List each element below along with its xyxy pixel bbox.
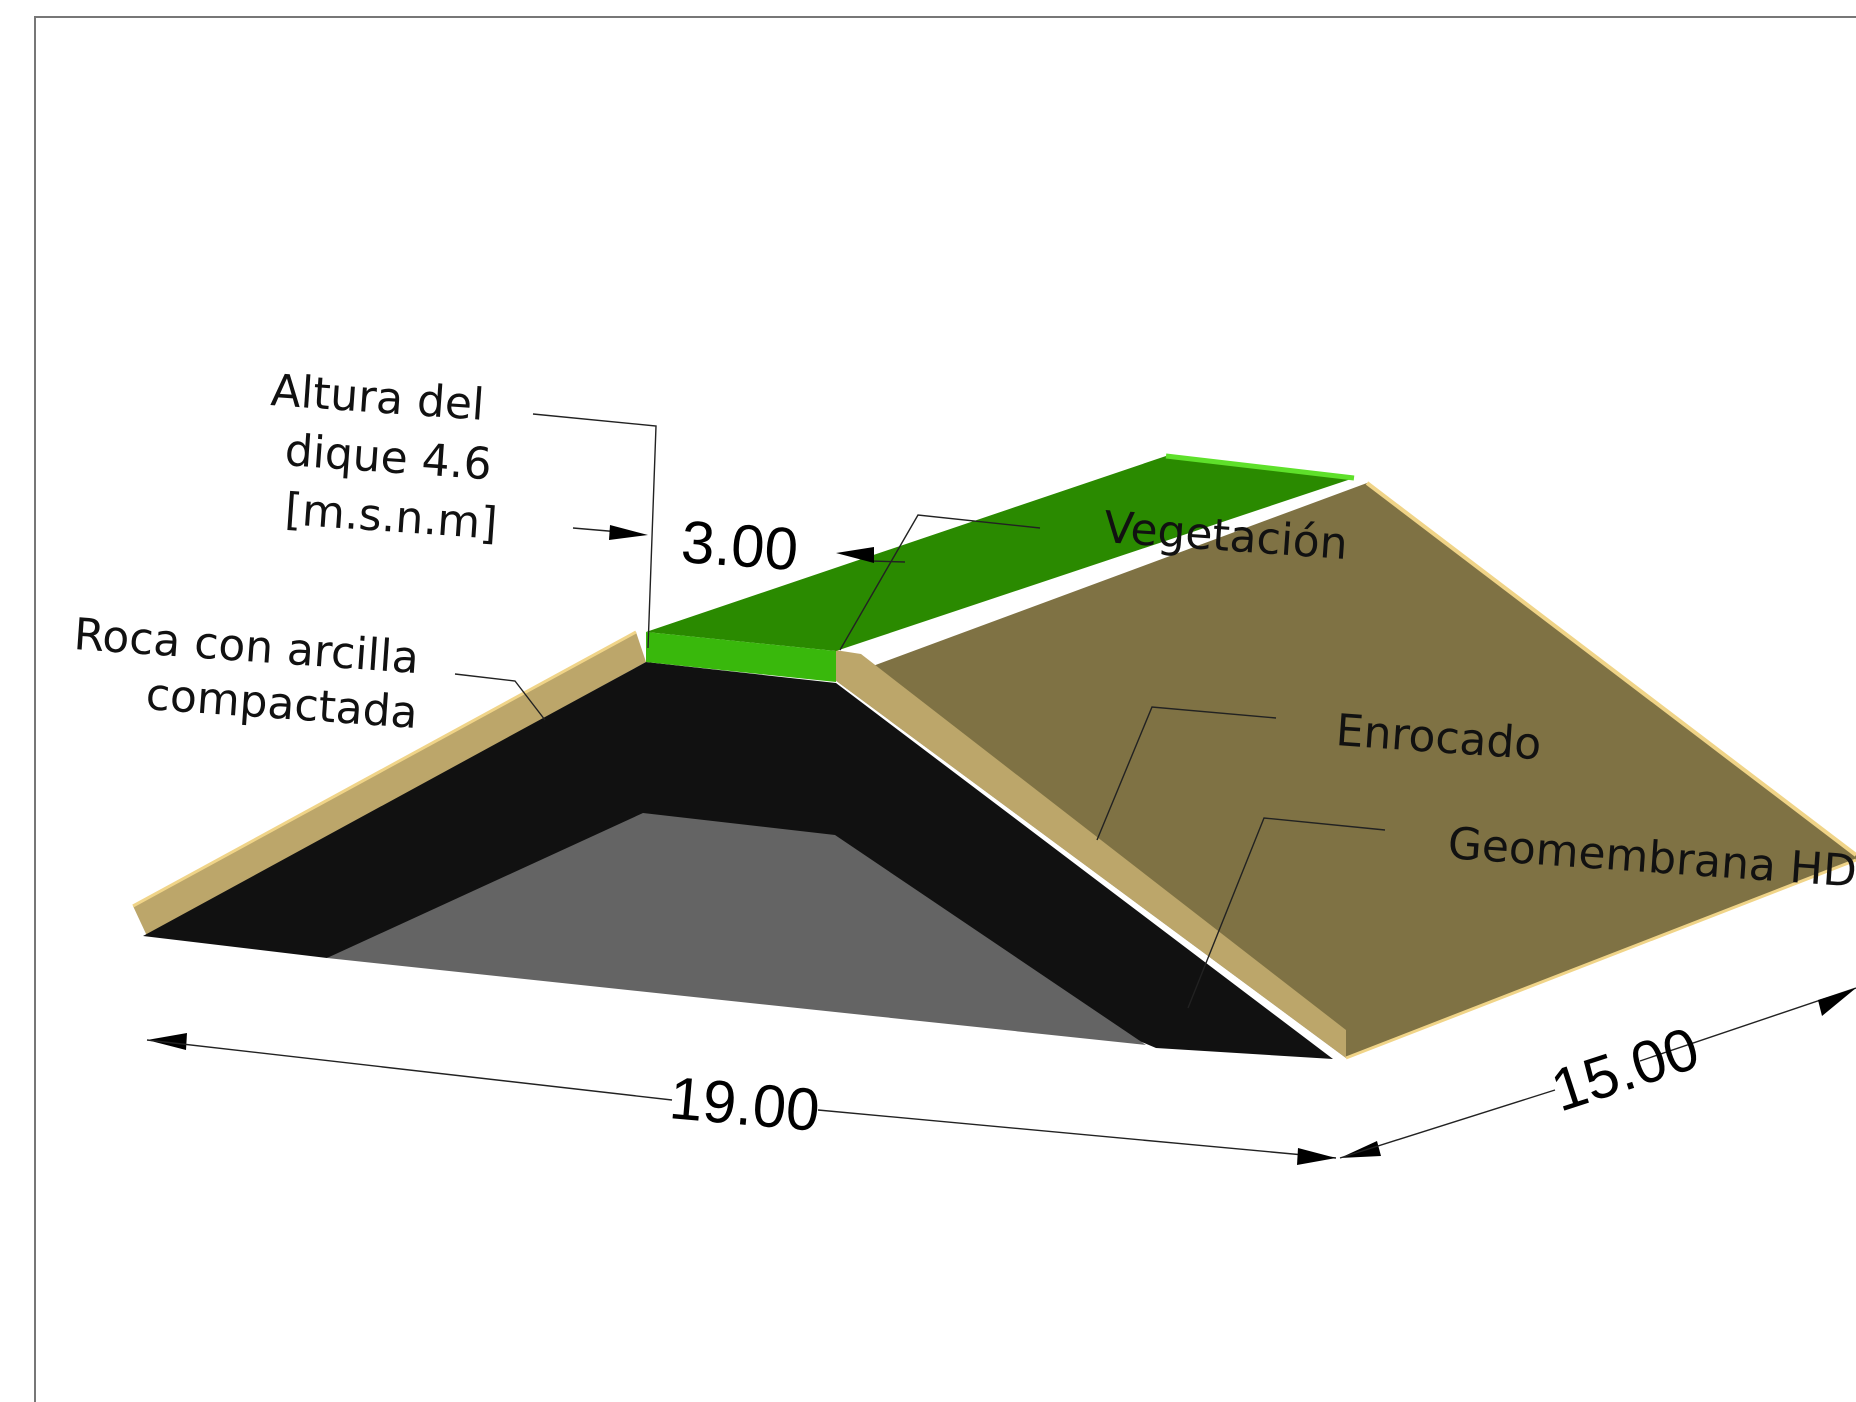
label-altura-line3: [m.s.n.m] [283,484,499,550]
dim-crest-arrow-left [609,525,648,540]
enrocado-edge-highlight [1365,481,1856,857]
vegetacion-top [646,456,1354,651]
dim-length: 15.00 [1543,1014,1707,1124]
label-altura-line1: Altura del [269,365,486,431]
dim-length-arrow-left [1340,1141,1381,1158]
label-altura-line2: dique 4.6 [283,425,493,490]
dim-base-line-right [817,1109,1337,1159]
leader-vegetacion [839,514,1041,651]
label-roca-line1: Roca con arcilla [72,609,420,684]
dim-base-arrow-left [147,1033,187,1050]
dim-crest-width: 3.00 [679,508,800,583]
leader-altura [532,413,657,649]
sheet-frame [34,16,1856,1402]
dim-length-line-left [1339,1089,1556,1159]
nucleo-section [327,813,1146,1045]
enrocado-base-highlight [1345,858,1856,1060]
vegetacion-front-face [646,632,836,682]
roca-band-left-highlight [132,630,637,908]
dim-crest-extension-right [869,560,906,563]
enrocado-edge-face [835,650,1346,1058]
enrocado-slope-surface [835,483,1856,1058]
dim-base-line-left [146,1039,673,1101]
leader-roca [454,673,546,721]
leader-geomembrana [1187,817,1386,1009]
vegetacion-highlight [1165,453,1355,481]
dim-base-width: 19.00 [667,1064,822,1144]
dim-crest-arrow-right [836,547,874,563]
dim-length-arrow-right [1818,988,1856,1016]
leader-enrocado [1096,706,1277,841]
dim-base-arrow-right [1297,1148,1336,1165]
roca-band-left [133,632,646,936]
